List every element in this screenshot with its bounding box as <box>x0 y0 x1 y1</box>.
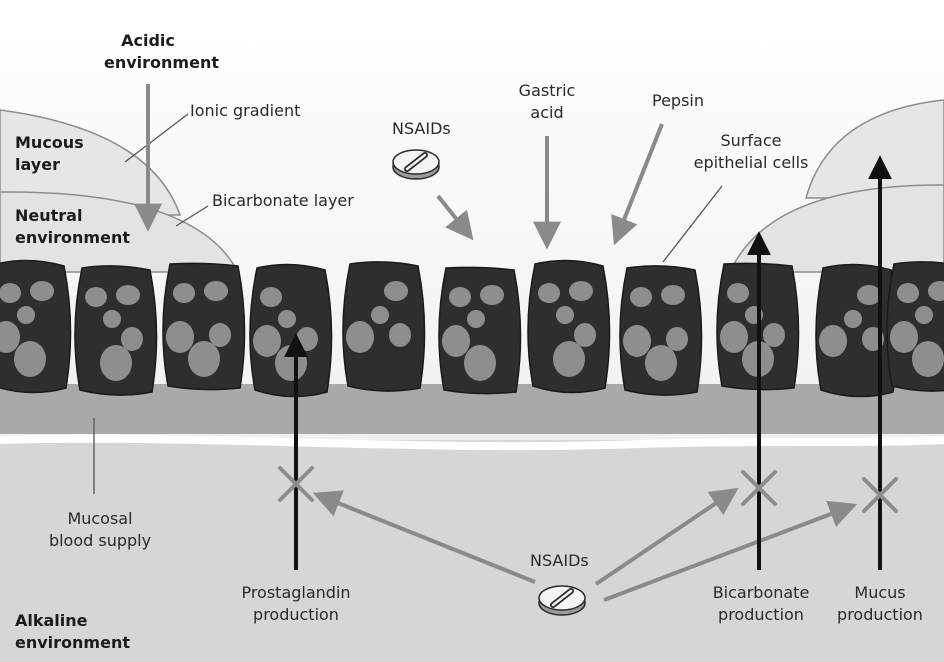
gastric-acid-label: Gastric acid <box>518 81 576 122</box>
cell-nucleus <box>166 321 194 353</box>
alkaline-environment-label: Alkaline environment <box>15 611 130 652</box>
mucous-layer-left <box>0 109 182 216</box>
cell-nucleus <box>630 287 652 307</box>
cell-nucleus <box>260 287 282 307</box>
cell-nucleus <box>623 325 651 357</box>
mucosal-blood-supply-label: Mucosal blood supply <box>48 509 152 550</box>
cell-nucleus <box>666 327 688 351</box>
cell-nucleus <box>100 345 132 381</box>
alkaline-tissue-background <box>0 440 944 662</box>
cell-nucleus <box>278 310 296 328</box>
cell-nucleus <box>188 341 220 377</box>
ionic-gradient-label: Ionic gradient <box>190 101 301 120</box>
cell-nucleus <box>645 345 677 381</box>
cell-nucleus <box>661 285 685 305</box>
cell-nucleus <box>538 283 560 303</box>
cell-nucleus <box>275 345 307 381</box>
pepsin-label: Pepsin <box>652 91 704 110</box>
cell-nucleus <box>30 281 54 301</box>
cell-nucleus <box>556 306 574 324</box>
bicarbonate-layer-label: Bicarbonate layer <box>212 191 354 210</box>
cell-nucleus <box>449 287 471 307</box>
cell-nucleus <box>915 306 933 324</box>
cell-nucleus <box>17 306 35 324</box>
cell-nucleus <box>103 310 121 328</box>
cell-nucleus <box>389 323 411 347</box>
cell-nucleus <box>574 323 596 347</box>
cell-nucleus <box>0 283 21 303</box>
cell-nucleus <box>720 321 748 353</box>
blood-vessel-wall <box>0 434 944 451</box>
block-cross-icon <box>862 477 898 513</box>
prostaglandin-production-label: Prostaglandin production <box>241 583 351 624</box>
cell-nucleus <box>569 281 593 301</box>
bicarbonate-layer-right <box>728 184 944 273</box>
nsaids-label-bottom: NSAIDs <box>530 551 589 570</box>
mucus-production-label: Mucus production <box>837 583 923 624</box>
cell-nucleus <box>819 325 847 357</box>
nsaid-tablet-icon <box>393 150 439 179</box>
nsaids-to-bicarbonate-arrow <box>594 487 739 586</box>
cell-nucleus <box>727 283 749 303</box>
nsaids-label-top: NSAIDs <box>392 119 451 138</box>
cell-nucleus <box>467 310 485 328</box>
cell-nucleus <box>209 323 231 347</box>
cell-nucleus <box>204 281 228 301</box>
cell-nucleus <box>14 341 46 377</box>
cell-nucleus <box>173 283 195 303</box>
cell-nucleus <box>85 287 107 307</box>
block-cross-icon <box>741 470 777 506</box>
neutral-environment-label: Neutral environment <box>15 206 130 247</box>
mucous-layer-label: Mucous layer <box>15 133 84 174</box>
cell-nucleus <box>897 283 919 303</box>
cell-nucleus <box>763 323 785 347</box>
surface-epithelial-cell-layer <box>0 259 944 398</box>
cell-nucleus <box>844 310 862 328</box>
pepsin-arrow <box>611 123 664 246</box>
cell-nucleus <box>253 325 281 357</box>
nsaids-to-prostaglandin-arrow <box>312 490 536 584</box>
cell-nucleus <box>912 341 944 377</box>
bicarbonate-layer-pointer <box>175 205 209 227</box>
cell-nucleus <box>890 321 918 353</box>
cell-nucleus <box>116 285 140 305</box>
nsaids-arrow-top <box>436 194 474 241</box>
surface-epithelial-cells-pointer <box>662 185 723 263</box>
cell-nucleus <box>928 281 944 301</box>
cell-nucleus <box>857 285 881 305</box>
cell-nucleus <box>480 285 504 305</box>
nsaid-tablet-icon <box>539 586 585 615</box>
ionic-gradient-pointer <box>124 113 189 163</box>
cell-nucleus <box>296 327 318 351</box>
cell-nucleus <box>384 281 408 301</box>
surface-epithelial-cells-label: Surface epithelial cells <box>693 131 809 172</box>
cell-nucleus <box>346 321 374 353</box>
cell-nucleus <box>0 321 20 353</box>
bicarbonate-production-label: Bicarbonate production <box>712 583 810 624</box>
cell-nucleus <box>553 341 585 377</box>
cell-nucleus <box>121 327 143 351</box>
acidic-environment-label: Acidic environment <box>104 31 219 72</box>
cell-nucleus <box>464 345 496 381</box>
nsaids-to-mucus-arrow <box>603 500 858 602</box>
block-cross-icon <box>278 466 314 502</box>
cell-nucleus <box>442 325 470 357</box>
cell-nucleus <box>371 306 389 324</box>
